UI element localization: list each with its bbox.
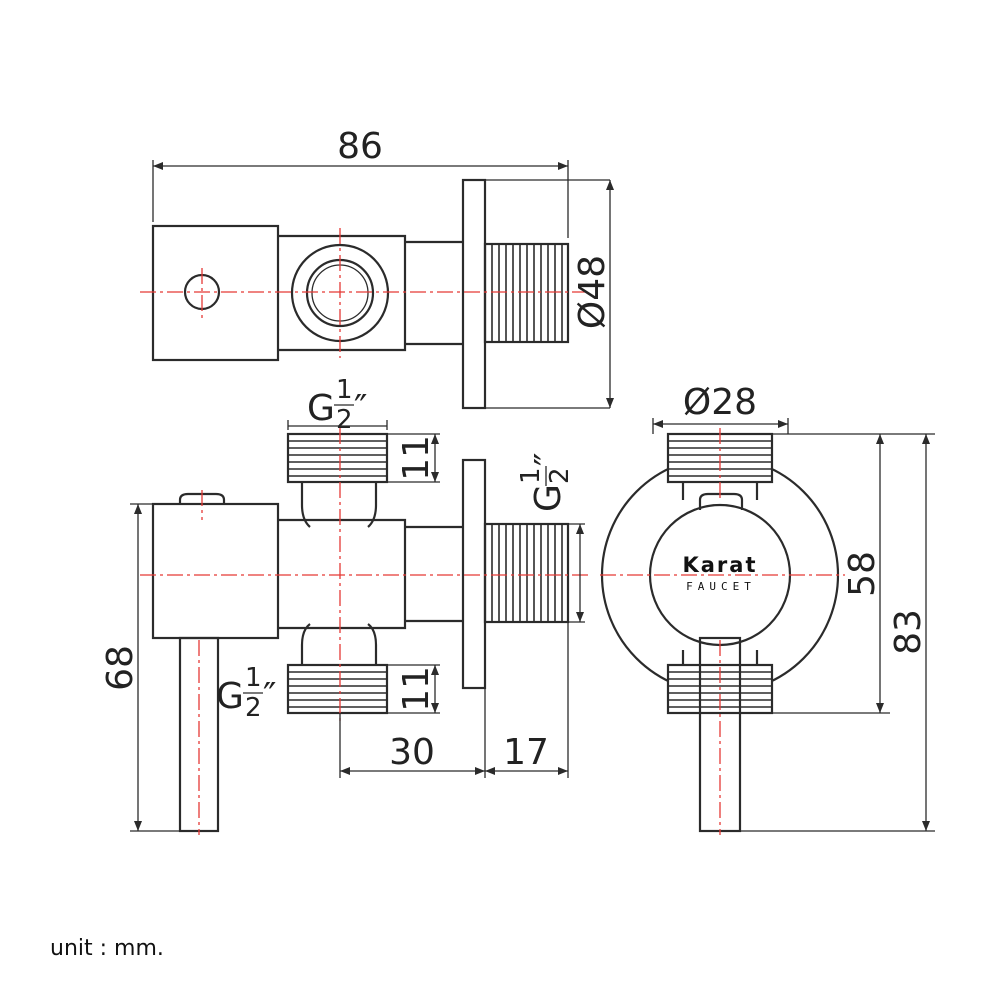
front-bottom-port-thread xyxy=(286,663,389,715)
front-flange xyxy=(461,458,487,690)
top-handle-block xyxy=(151,224,280,362)
dim-handle-height: 68 xyxy=(100,645,141,691)
label-outlet-thread: G 1 2 ″ xyxy=(516,453,575,512)
dim-flange-to-end: 17 xyxy=(503,732,549,773)
svg-text:2: 2 xyxy=(245,693,262,723)
top-flange xyxy=(461,178,487,410)
dim-port-spacing: 58 xyxy=(842,551,883,597)
svg-text:″: ″ xyxy=(354,388,367,429)
svg-text:2: 2 xyxy=(545,467,575,484)
side-view: Karat FAUCET Ø28 58 83 xyxy=(600,382,935,835)
front-handle-block xyxy=(151,502,280,640)
front-body xyxy=(278,518,407,630)
dim-flange-diameter: Ø48 xyxy=(572,255,613,329)
top-view: 86 Ø48 xyxy=(140,126,614,410)
top-body xyxy=(278,234,407,352)
unit-label: unit : mm. xyxy=(50,936,164,961)
svg-text:G: G xyxy=(528,484,569,512)
dim-overall-height: 83 xyxy=(888,609,929,655)
svg-text:″: ″ xyxy=(528,453,569,466)
svg-text:1: 1 xyxy=(245,663,262,693)
label-top-port-thread: G 1 2 ″ xyxy=(307,375,367,435)
brand-name: Karat xyxy=(682,553,757,577)
svg-text:1: 1 xyxy=(336,375,353,405)
svg-text:2: 2 xyxy=(336,405,353,435)
front-view: G 1 2 ″ 11 G 1 2 ″ G 1 xyxy=(100,375,590,835)
front-outlet-thread xyxy=(483,522,570,624)
brand-subtitle: FAUCET xyxy=(686,580,756,593)
svg-text:1: 1 xyxy=(516,467,546,484)
dim-port-top-height: 11 xyxy=(396,435,437,481)
front-top-port-thread xyxy=(286,432,389,484)
dim-port-to-flange: 30 xyxy=(389,732,435,773)
top-thread xyxy=(483,242,570,344)
label-bottom-port-thread: G 1 2 ″ xyxy=(216,663,276,723)
dim-total-length: 86 xyxy=(337,126,383,167)
svg-text:G: G xyxy=(216,676,244,717)
dim-port-bottom-height: 11 xyxy=(396,666,437,712)
svg-text:G: G xyxy=(307,388,335,429)
svg-text:″: ″ xyxy=(263,676,276,717)
dim-body-diameter: Ø28 xyxy=(683,382,757,423)
